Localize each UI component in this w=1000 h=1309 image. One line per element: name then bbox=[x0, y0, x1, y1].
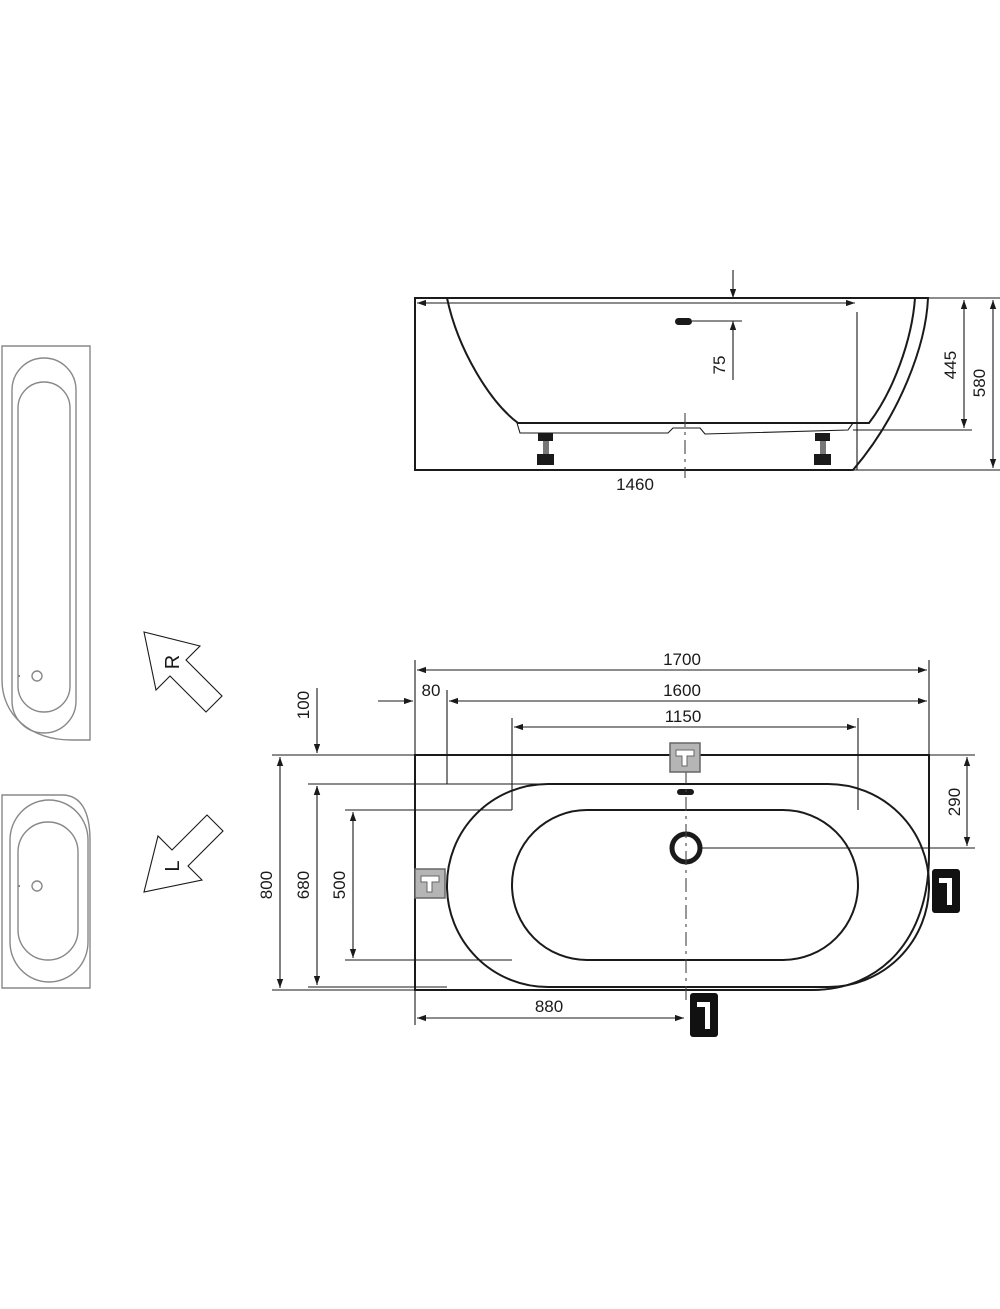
total-length-label: 1700 bbox=[663, 650, 701, 669]
top-outline bbox=[414, 754, 930, 991]
left-foot bbox=[537, 433, 554, 465]
right-arrow-icon bbox=[143, 631, 223, 713]
faucet-left-marker bbox=[414, 868, 446, 899]
orientation-right: R bbox=[1, 345, 223, 741]
overflow-dimension-label: 75 bbox=[710, 356, 729, 375]
side-outline bbox=[414, 297, 930, 471]
side-view: 75 445 580 1460 bbox=[414, 270, 1000, 494]
right-foot bbox=[814, 433, 831, 465]
right-tub-thumbnail bbox=[1, 345, 91, 741]
total-width-label: 800 bbox=[257, 871, 276, 899]
right-label: R bbox=[162, 655, 184, 669]
width-label: 1460 bbox=[616, 475, 654, 494]
overflow-slot bbox=[675, 318, 692, 325]
drain-offset-label: 290 bbox=[945, 788, 964, 816]
bottom-width-label: 500 bbox=[330, 871, 349, 899]
inner-height-label: 445 bbox=[941, 351, 960, 379]
left-label: L bbox=[162, 860, 184, 871]
rim-offset-label: 80 bbox=[422, 681, 441, 700]
inner-length-label: 1600 bbox=[663, 681, 701, 700]
top-view: 1700 80 1600 1150 100 800 680 500 bbox=[257, 650, 975, 1037]
inner-width-label: 680 bbox=[294, 871, 313, 899]
orientation-left: L bbox=[1, 794, 224, 989]
faucet-bottom-marker bbox=[690, 993, 718, 1037]
drain-position-label: 880 bbox=[535, 997, 563, 1016]
total-height-label: 580 bbox=[970, 369, 989, 397]
basin-bottom bbox=[511, 809, 859, 961]
faucet-right-marker bbox=[932, 869, 960, 913]
left-arrow-icon bbox=[143, 814, 224, 893]
top-offset-label: 100 bbox=[294, 691, 313, 719]
left-tub-thumbnail bbox=[1, 794, 91, 989]
bottom-length-label: 1150 bbox=[665, 707, 702, 726]
faucet-top-marker bbox=[669, 742, 701, 773]
inner-rim bbox=[446, 783, 930, 988]
basin-contour bbox=[446, 297, 916, 424]
